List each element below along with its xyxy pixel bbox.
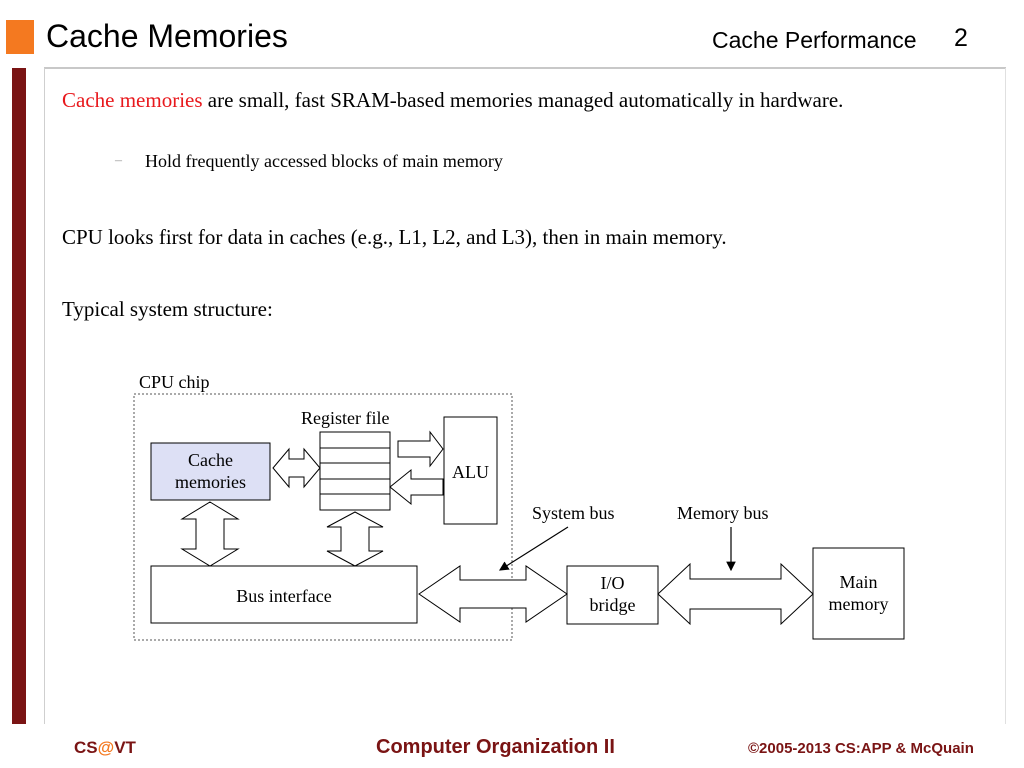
io-label-line2: bridge [589,595,636,615]
footer-at: @ [97,738,115,757]
system-bus-label: System bus [532,503,615,523]
cache-register-double-arrow [272,447,321,489]
footer-course-title: Computer Organization II [376,736,615,758]
sub-bullet-marker: – [115,153,122,168]
cache-memories-term: Cache memories [62,88,203,112]
io-bridge-box [566,565,659,625]
footer-vt: VT [114,738,136,757]
header-divider [44,67,1006,69]
memory-bus-arrow [657,562,814,626]
cpu-chip-boundary [133,393,513,641]
right-content-border [1005,68,1006,724]
paragraph-cpu-lookup: CPU looks first for data in caches (e.g.… [62,225,727,249]
main-label-line2: memory [828,594,889,614]
left-content-border [44,68,45,724]
slide-number: 2 [954,24,968,52]
cpu-chip-label: CPU chip [139,372,210,392]
sub-bullet-text: Hold frequently accessed blocks of main … [145,151,503,171]
main-memory-label: Main memory [813,571,904,615]
alu-box [443,416,498,525]
alu-to-register-arrow [389,468,444,506]
io-bridge-label: I/O bridge [567,572,658,616]
paragraph-cache-definition: Cache memories are small, fast SRAM-base… [62,85,962,116]
register-bus-double-arrow [326,511,384,567]
register-to-alu-arrow [397,430,444,468]
cache-memories-label: Cache memories [151,449,270,493]
alu-label: ALU [452,462,489,482]
slide-topic: Cache Performance [712,27,917,53]
register-file-box [319,431,391,511]
system-bus-arrow [418,565,568,623]
paragraph-system-structure: Typical system structure: [62,297,273,321]
footer-copyright: ©2005-2013 CS:APP & McQuain [748,740,974,757]
footer-cs: CS [74,738,98,757]
bus-interface-label: Bus interface [236,586,332,606]
system-bus-pointer [498,526,569,571]
slide-title: Cache Memories [46,18,288,54]
main-label-line1: Main [839,572,878,592]
bus-interface-box [150,565,418,624]
cache-bus-double-arrow [180,501,240,567]
register-file-label: Register file [301,408,390,428]
cache-memories-box [150,442,271,501]
main-memory-box [812,547,905,640]
memory-bus-label: Memory bus [677,503,769,523]
footer-department: CS@VT [74,738,136,758]
paragraph-1-text: are small, fast SRAM-based memories mana… [202,88,844,112]
io-label-line1: I/O [600,573,625,593]
title-accent-square [6,20,34,54]
cache-label-line2: memories [175,472,246,492]
side-accent-bar [12,68,26,724]
cache-label-line1: Cache [188,450,233,470]
